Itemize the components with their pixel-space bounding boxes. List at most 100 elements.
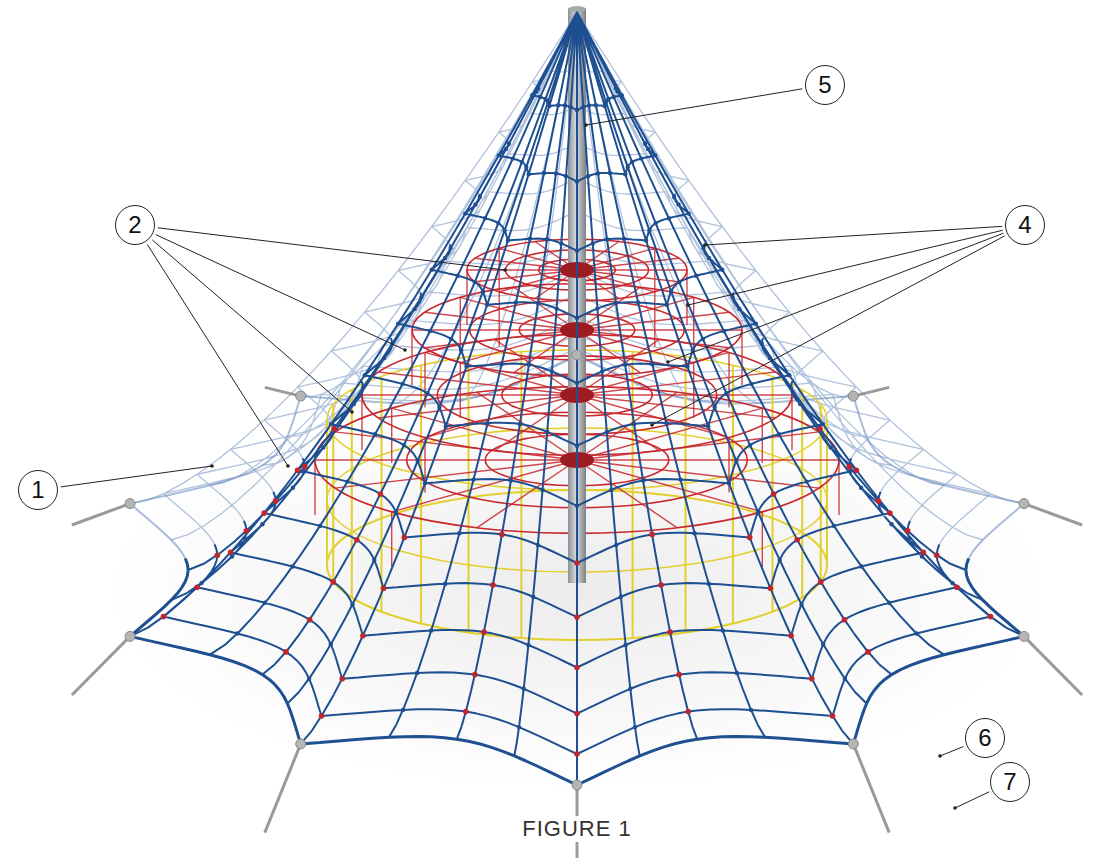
rope-clamp [456, 274, 460, 278]
rope-clamp [612, 95, 616, 99]
leader-line [652, 236, 1005, 425]
rope-clamp [619, 595, 623, 599]
rope-clamp [667, 629, 673, 635]
rope-clamp [748, 443, 752, 447]
rope-clamp [545, 430, 549, 434]
rope-clamp [859, 564, 863, 568]
rope-clamp [701, 337, 705, 341]
callout-number: 1 [18, 470, 58, 510]
rope-clamp [302, 464, 308, 470]
rope-clamp [799, 602, 803, 606]
rope-clamp [522, 687, 526, 691]
rope-clamp [787, 373, 791, 377]
rope-clamp [352, 402, 356, 406]
rope-clamp [876, 498, 882, 504]
rope-clamp [199, 581, 203, 585]
rope-clamp [514, 300, 518, 304]
rope-clamp [832, 524, 836, 528]
rope-clamp [363, 373, 367, 377]
rope-clamp [667, 216, 671, 220]
leader-dot [938, 754, 942, 758]
rope-clamp [685, 709, 691, 715]
rope-clamp [536, 86, 540, 90]
rope-clamp [641, 478, 645, 482]
rope-clamp [536, 543, 540, 547]
rope-clamp [575, 316, 579, 320]
rope-clamp [596, 171, 600, 175]
rope-clamp [459, 348, 463, 352]
rope-clamp [415, 671, 419, 675]
anchor-fitting [1019, 631, 1029, 641]
rope-clamp [528, 237, 532, 241]
rope-clamp [778, 558, 782, 562]
rope-clamp [724, 391, 728, 395]
rope-clamp [416, 459, 420, 463]
rope-clamp [665, 303, 669, 307]
rope-clamp [737, 307, 741, 311]
rope-clamp [687, 211, 691, 215]
rope-clamp [602, 104, 606, 108]
leader-dot [650, 423, 654, 427]
rope-clamp [478, 195, 482, 199]
rope-clamp [381, 586, 387, 592]
rope-clamp [622, 237, 626, 241]
leader-line [668, 233, 1004, 362]
leader-line [152, 240, 352, 412]
rope-clamp [771, 491, 777, 497]
rope-clamp [664, 421, 668, 425]
rope-clamp [591, 241, 595, 245]
rope-clamp [295, 467, 301, 473]
rope-clamp [502, 228, 506, 232]
anchor-fitting [848, 739, 858, 749]
anchor-fitting [848, 391, 858, 401]
rope-clamp [527, 363, 531, 367]
rope-clamp [727, 481, 731, 485]
anchor-fitting [1019, 499, 1029, 509]
rope-clamp [307, 617, 313, 623]
rope-clamp [307, 677, 311, 681]
rope-clamp [263, 601, 267, 605]
rope-clamp [722, 329, 726, 333]
rope-clamp [471, 477, 475, 481]
rope-clamp [694, 274, 698, 278]
rope-clamp [859, 486, 863, 490]
anchor-fitting [572, 350, 582, 360]
rope-clamp [545, 237, 549, 241]
rope-clamp [481, 289, 485, 293]
front-border-rope [130, 558, 1024, 785]
rope-clamp [564, 174, 568, 178]
rope-clamp [760, 341, 764, 345]
rope-clamp [712, 405, 716, 409]
rope-clamp [575, 249, 579, 253]
rope-clamp [887, 510, 893, 516]
leader-dot [953, 806, 957, 810]
rope-clamp [518, 422, 522, 426]
rope-clamp [260, 522, 264, 526]
rope-clamp [821, 422, 825, 426]
rope-clamp [244, 528, 250, 534]
rope-clamp [654, 221, 658, 225]
rope-clamp [595, 306, 599, 310]
rope-clamp [574, 665, 580, 671]
rope-clamp [319, 713, 325, 719]
rope-clamp [506, 238, 510, 242]
rope-clamp [419, 295, 423, 299]
rope-clamp [747, 535, 753, 541]
rope-clamp [372, 558, 376, 562]
leader-line [586, 89, 802, 125]
rope-clamp [609, 488, 613, 492]
rope-clamp [524, 165, 528, 169]
rope-clamp [628, 687, 632, 691]
rope-clamp [804, 479, 808, 483]
rope-clamp [463, 709, 469, 715]
rope-clamp [321, 445, 325, 449]
rope-clamp [934, 552, 940, 558]
leader-line [158, 228, 505, 270]
rope-clamp [905, 528, 911, 534]
rope-clamp [692, 531, 696, 535]
anchor-fitting [572, 780, 582, 790]
rope-clamp [818, 579, 824, 585]
rope-clamp [339, 676, 345, 682]
rope-clamp [749, 708, 753, 712]
